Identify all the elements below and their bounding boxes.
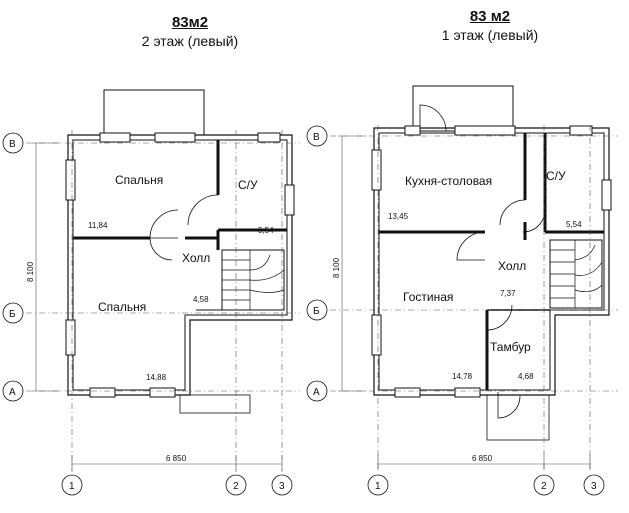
right-floor-title: 1 этаж (левый) <box>441 27 539 43</box>
right-window <box>601 179 612 211</box>
right-bottom-porch <box>486 394 550 441</box>
right-window <box>454 387 481 398</box>
right-axis-row-b: Б <box>313 306 320 317</box>
left-area-bathroom: 5,54 <box>258 226 274 235</box>
left-door-arc <box>149 237 173 261</box>
right-plan-title: 83 м2 1 этаж (левый) <box>400 8 580 43</box>
right-door-arc <box>522 209 546 233</box>
right-axis-row-v: В <box>313 132 320 143</box>
right-room-vestibule: Тамбур <box>490 340 531 354</box>
right-room-living: Гостиная <box>403 290 453 304</box>
left-window <box>89 387 116 398</box>
right-window <box>569 125 593 136</box>
right-outer-wall <box>373 127 610 396</box>
left-canopy <box>179 394 251 414</box>
left-inner-wall <box>72 139 288 391</box>
right-door-arc <box>486 304 513 331</box>
left-axis-col-3: 3 <box>279 481 285 492</box>
left-height-dim: 8 100 <box>26 261 35 282</box>
right-room-kitchen: Кухня-столовая <box>405 174 492 188</box>
right-axis-col-1: 1 <box>375 481 381 492</box>
right-door-arc <box>456 231 486 261</box>
left-floor-title: 2 этаж (левый) <box>141 33 239 49</box>
left-area-hall: 4,58 <box>193 295 209 304</box>
right-window <box>454 125 516 136</box>
right-area-bathroom: 5,54 <box>566 220 582 229</box>
left-area-title: 83м2 <box>171 14 209 31</box>
right-porch-outline <box>412 85 514 132</box>
left-axis-markers <box>2 132 293 496</box>
left-room-bathroom: С/У <box>238 178 258 192</box>
left-window <box>154 132 196 143</box>
right-axis-col-2: 2 <box>541 481 547 492</box>
right-door-arc <box>419 104 447 132</box>
left-window <box>65 159 76 201</box>
left-axis-col-2: 2 <box>233 481 239 492</box>
left-axis-row-v: В <box>9 139 16 150</box>
left-dimensions <box>26 130 300 472</box>
left-balcony-outline <box>103 89 205 136</box>
left-area-bedroom-top: 11,84 <box>88 221 108 230</box>
right-room-hall: Холл <box>498 259 526 273</box>
left-area-bedroom-bottom: 14,88 <box>146 373 167 382</box>
left-door-arc <box>187 194 219 226</box>
right-axis-row-a: А <box>313 387 320 398</box>
left-floor-plan <box>65 89 295 414</box>
right-room-bathroom: С/У <box>546 169 566 183</box>
left-axis-row-a: А <box>9 387 16 398</box>
right-floor-plan <box>371 85 612 441</box>
left-room-hall: Холл <box>182 251 210 265</box>
right-window <box>394 387 421 398</box>
left-window <box>257 132 281 143</box>
right-area-hall: 7,37 <box>500 289 516 298</box>
right-height-dim: 8 100 <box>332 257 341 278</box>
right-door-arc <box>499 199 526 226</box>
left-room-bedroom-bottom: Спальня <box>98 300 146 314</box>
left-axis-col-1: 1 <box>69 481 75 492</box>
right-area-kitchen: 13,45 <box>388 212 409 221</box>
right-area-vestibule: 4,68 <box>518 372 534 381</box>
left-plan-title: 83м2 2 этаж (левый) <box>100 14 280 49</box>
right-axis-col-3: 3 <box>591 481 597 492</box>
right-door-arc <box>497 392 521 419</box>
left-window <box>149 387 176 398</box>
left-window <box>99 132 131 143</box>
left-door-arc <box>149 209 179 239</box>
left-outer-wall <box>67 134 293 396</box>
left-window <box>65 319 76 356</box>
right-area-title: 83 м2 <box>469 8 511 25</box>
right-window <box>371 149 382 191</box>
right-window <box>371 314 382 356</box>
right-area-living: 14,78 <box>452 372 473 381</box>
left-room-bedroom-top: Спальня <box>115 173 163 187</box>
right-width-dim: 6 850 <box>472 454 493 463</box>
left-width-dim: 6 850 <box>166 454 187 463</box>
right-window <box>404 125 421 136</box>
left-axis-row-b: Б <box>9 309 16 320</box>
left-window <box>284 184 295 216</box>
right-axis-markers <box>306 125 605 496</box>
right-dimensions <box>330 125 618 472</box>
